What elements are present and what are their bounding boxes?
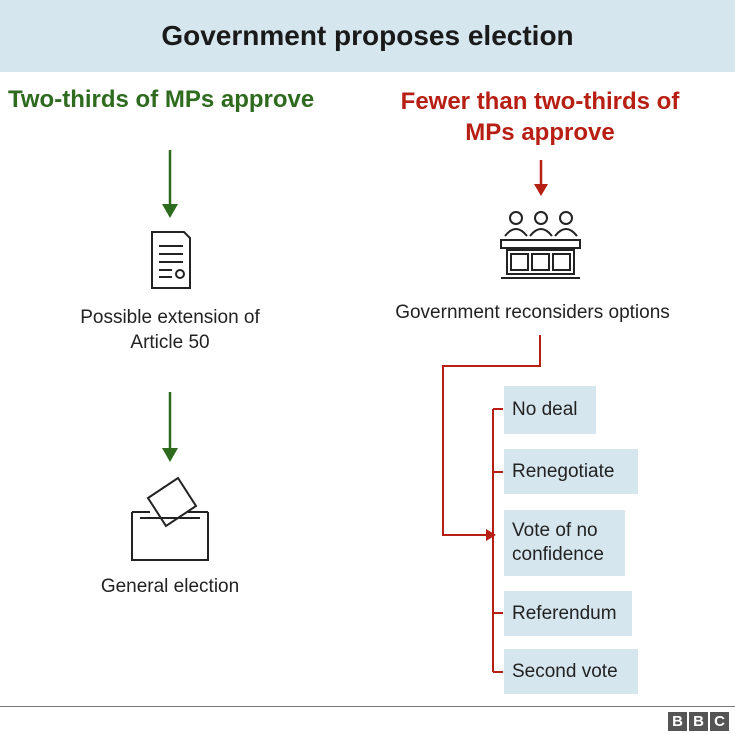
page-title: Government proposes election — [161, 20, 574, 51]
ballot-box-icon — [131, 476, 209, 561]
option-renegotiate: Renegotiate — [504, 449, 638, 494]
extension-caption: Possible extension of Article 50 — [80, 307, 260, 353]
option-vote-of-no-confidence: Vote of no confidence — [504, 510, 625, 576]
arrow-right-icon — [486, 529, 496, 541]
logo-letter: B — [668, 712, 687, 731]
arrow-down-icon — [534, 160, 548, 196]
reconsider-caption: Government reconsiders options — [395, 302, 670, 323]
left-branch-heading: Two-thirds of MPs approve — [8, 86, 315, 113]
header-banner: Government proposes election — [0, 0, 735, 72]
option-second-vote: Second vote — [504, 649, 638, 694]
right-branch-heading: Fewer than two-thirds of MPs approve — [400, 88, 680, 146]
option-referendum: Referendum — [504, 591, 632, 636]
footer-divider — [0, 706, 735, 707]
parliament-benches-icon — [500, 211, 581, 279]
logo-letter: B — [689, 712, 708, 731]
election-caption: General election — [100, 576, 240, 597]
options-connector — [442, 335, 541, 673]
bbc-logo: B B C — [668, 712, 729, 731]
document-icon — [151, 231, 191, 289]
arrow-down-icon — [162, 150, 178, 218]
logo-letter: C — [710, 712, 729, 731]
option-no-deal: No deal — [504, 386, 596, 434]
arrow-down-icon — [162, 392, 178, 462]
